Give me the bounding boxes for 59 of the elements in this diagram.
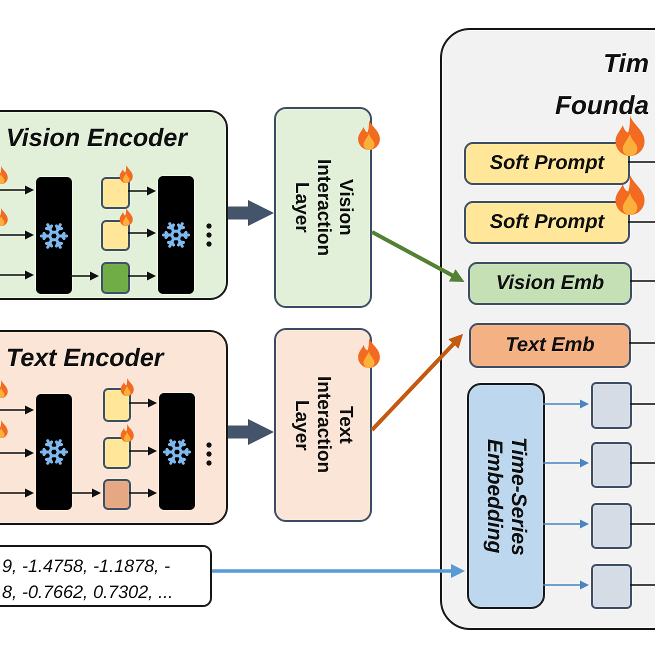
embedding-label: Text Emb — [505, 334, 595, 357]
arrow — [543, 458, 589, 468]
series-values: 9, -1.4758, -1.1878, - 8, -0.7662, 0.7302, ... — [2, 555, 174, 604]
arrow — [0, 270, 34, 280]
frozen-layer-block — [159, 393, 195, 510]
frozen-layer-block — [36, 177, 72, 294]
token-box — [591, 564, 632, 609]
arrow — [228, 200, 274, 226]
token-box — [103, 479, 131, 510]
embedding-box — [464, 142, 630, 185]
token-box — [591, 382, 632, 429]
arrow — [128, 272, 156, 280]
token-box — [103, 437, 131, 469]
arrow — [128, 228, 156, 238]
embedding-box — [468, 262, 632, 305]
encoder-panel — [0, 330, 228, 525]
arrow — [228, 419, 274, 445]
token-box — [101, 220, 130, 251]
interaction-layer-box — [274, 328, 372, 522]
token-box — [591, 442, 632, 488]
panel-title: Text Encoder — [6, 344, 164, 373]
interaction-layer-box — [274, 107, 372, 308]
token-box — [591, 503, 632, 549]
token-box — [101, 177, 130, 209]
arrow — [543, 400, 589, 408]
embedding-label: Soft Prompt — [490, 152, 604, 175]
arrow — [543, 520, 589, 528]
embedding-box — [467, 383, 545, 609]
embedding-label: Soft Prompt — [490, 211, 604, 234]
token-box — [103, 388, 131, 422]
arrow — [370, 334, 464, 432]
arrow — [129, 446, 157, 456]
embedding-label: Vision Emb — [496, 272, 604, 295]
arrow — [0, 186, 34, 194]
token-box — [101, 262, 130, 294]
panel-title: Tim Founda — [554, 47, 649, 122]
data-box — [0, 545, 212, 607]
arrow — [0, 230, 34, 240]
arrow — [371, 230, 464, 282]
arrow — [70, 272, 99, 280]
frozen-layer-block — [158, 176, 194, 294]
arrow — [543, 580, 589, 590]
panel-title: Vision Encoder — [6, 124, 188, 153]
arrow — [212, 564, 465, 578]
encoder-panel — [0, 110, 228, 300]
arrow — [0, 406, 34, 414]
layer-label: Text Interaction Layer — [290, 375, 356, 476]
arrow — [128, 186, 156, 196]
layer-label: Vision Interaction Layer — [290, 158, 356, 258]
frozen-layer-block — [36, 394, 72, 510]
arrow — [70, 488, 101, 498]
model-panel — [440, 28, 655, 630]
embedding-box — [469, 323, 631, 368]
arrow — [0, 448, 34, 458]
arrow — [129, 488, 157, 498]
arrow — [0, 488, 34, 498]
embedding-box — [464, 201, 630, 244]
arrow — [129, 398, 157, 408]
embedding-label: Time-Series Embedding — [482, 436, 530, 558]
